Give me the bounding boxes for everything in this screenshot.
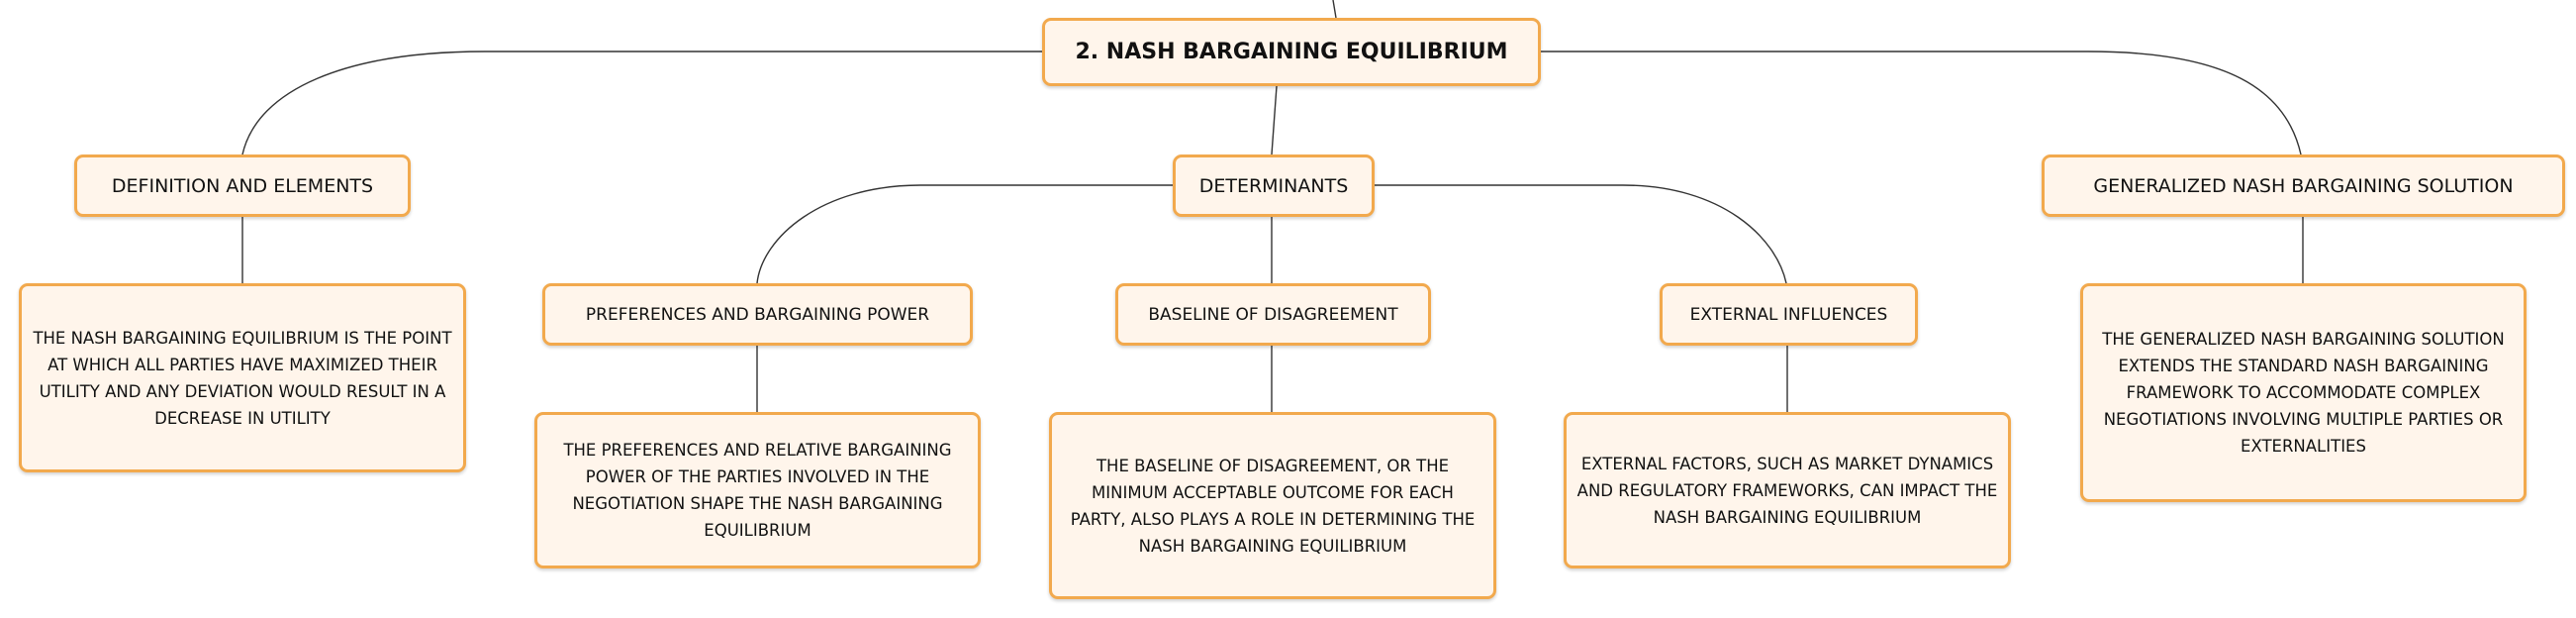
detail-baseline-of-disagreement[interactable]: THE BASELINE OF DISAGREEMENT, OR THE MIN…: [1049, 412, 1496, 599]
detail-preferences-and-bargaining-power[interactable]: THE PREFERENCES AND RELATIVE BARGAINING …: [534, 412, 981, 568]
subtopic-baseline-of-disagreement[interactable]: BASELINE OF DISAGREEMENT: [1115, 283, 1431, 346]
detail-generalized-nash-bargaining-solution[interactable]: THE GENERALIZED NASH BARGAINING SOLUTION…: [2080, 283, 2527, 502]
branch-determinants-label: DETERMINANTS: [1198, 174, 1349, 197]
subtopic-baseline-label: BASELINE OF DISAGREEMENT: [1148, 304, 1398, 325]
root-label: 2. NASH BARGAINING EQUILIBRIUM: [1075, 40, 1508, 64]
detail-preferences-text: THE PREFERENCES AND RELATIVE BARGAINING …: [563, 441, 952, 540]
subtopic-external-influences[interactable]: EXTERNAL INFLUENCES: [1660, 283, 1918, 346]
connector-root-definition: [241, 51, 1042, 155]
detail-definition-text: THE NASH BARGAINING EQUILIBRIUM IS THE P…: [33, 328, 452, 428]
detail-external-influences[interactable]: EXTERNAL FACTORS, SUCH AS MARKET DYNAMIC…: [1564, 412, 2011, 568]
branch-definition-label: DEFINITION AND ELEMENTS: [111, 174, 374, 197]
branch-generalized-nash-bargaining-solution[interactable]: GENERALIZED NASH BARGAINING SOLUTION: [2042, 154, 2565, 217]
connector-incoming-root: [1332, 0, 1337, 19]
detail-generalized-text: THE GENERALIZED NASH BARGAINING SOLUTION…: [2102, 330, 2505, 456]
detail-definition-and-elements[interactable]: THE NASH BARGAINING EQUILIBRIUM IS THE P…: [19, 283, 466, 472]
subtopic-external-label: EXTERNAL INFLUENCES: [1689, 304, 1888, 325]
connector-determinants-preferences: [756, 184, 1173, 284]
connector-root-determinants: [1271, 85, 1278, 155]
branch-definition-and-elements[interactable]: DEFINITION AND ELEMENTS: [74, 154, 411, 217]
detail-baseline-text: THE BASELINE OF DISAGREEMENT, OR THE MIN…: [1070, 456, 1476, 556]
subtopic-preferences-and-bargaining-power[interactable]: PREFERENCES AND BARGAINING POWER: [542, 283, 973, 346]
connector-root-generalized: [1541, 51, 2302, 155]
root-node[interactable]: 2. NASH BARGAINING EQUILIBRIUM: [1042, 18, 1541, 86]
branch-determinants[interactable]: DETERMINANTS: [1173, 154, 1375, 217]
connector-determinants-external: [1375, 184, 1787, 284]
subtopic-preferences-label: PREFERENCES AND BARGAINING POWER: [585, 304, 930, 325]
branch-generalized-label: GENERALIZED NASH BARGAINING SOLUTION: [2093, 174, 2514, 197]
detail-external-text: EXTERNAL FACTORS, SUCH AS MARKET DYNAMIC…: [1576, 454, 1998, 527]
